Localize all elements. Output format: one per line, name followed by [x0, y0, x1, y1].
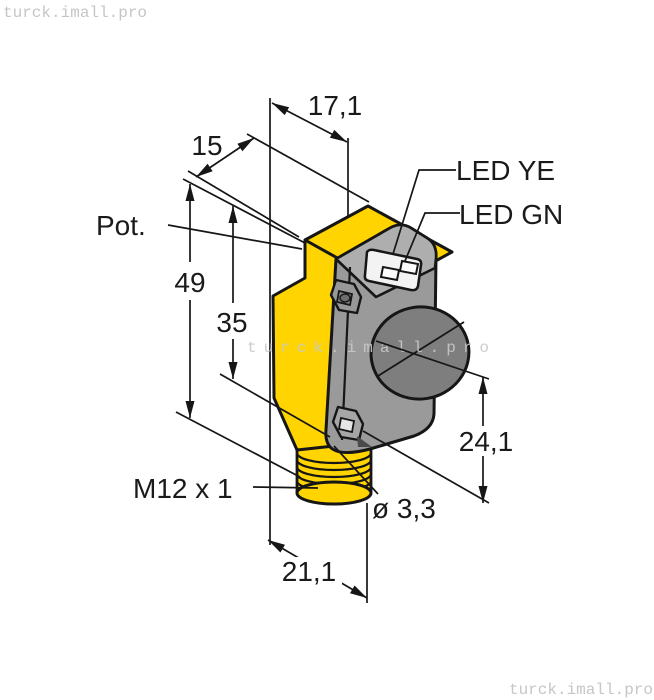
arrowhead — [185, 401, 195, 418]
arrowhead — [228, 206, 238, 223]
dim-label-overall-height: 49 — [174, 267, 205, 298]
extension-line-24-bottom — [362, 430, 490, 504]
lens-cross-line — [377, 321, 465, 377]
led-window — [363, 248, 423, 292]
callout-hole-diameter: ø 3,3 — [372, 493, 436, 524]
extension-line-24-top — [375, 340, 490, 380]
callout-led-yellow: LED YE — [456, 155, 555, 186]
extension-line-15-left — [187, 170, 300, 238]
dimension-arrowheads — [185, 103, 488, 598]
dimension-text-gaps — [167, 262, 520, 585]
pot-leader-line — [167, 224, 303, 250]
hole-diameter-leader-line — [333, 445, 379, 495]
sensor-body — [271, 204, 471, 506]
extension-line-top-height — [182, 178, 306, 244]
dim-label-top-depth: 15 — [191, 130, 222, 161]
m12-threaded-connector — [295, 446, 373, 506]
arrowhead — [329, 129, 347, 142]
extension-line-49-bottom — [175, 411, 301, 478]
boss-bottom-facet — [337, 416, 356, 434]
thread-bottom-face — [295, 480, 373, 506]
led-yellow-leader-line — [392, 169, 456, 255]
dim-label-front-height: 24,1 — [459, 426, 514, 457]
dim-label-body-height: 35 — [216, 307, 247, 338]
extension-line-35-bottom — [219, 373, 331, 438]
mounting-boss-bottom — [331, 405, 372, 447]
watermark-bottom-right: turck.imall.pro — [509, 681, 653, 699]
watermark-top-left: turck.imall.pro — [3, 4, 147, 22]
mounting-boss-top — [329, 278, 363, 315]
arrowhead — [350, 585, 367, 598]
boss-top-hole — [339, 293, 351, 303]
boss-bottom-shadow — [357, 436, 372, 447]
arrowhead — [268, 540, 285, 553]
arrowhead — [228, 362, 238, 379]
led-green-indicator — [398, 259, 420, 276]
dim-label-connector-width: 21,1 — [282, 556, 337, 587]
callout-thread-size: M12 x 1 — [133, 473, 233, 504]
arrowhead — [196, 163, 213, 177]
callout-led-green: LED GN — [459, 199, 563, 230]
watermark-center: turck.imall.pro — [247, 339, 496, 357]
led-green-leader-line — [404, 212, 460, 262]
dim-label-top-width: 17,1 — [308, 90, 363, 121]
thread-leader-line — [252, 486, 319, 489]
led-yellow-indicator — [379, 265, 401, 282]
arrowhead — [185, 184, 195, 201]
arrowhead — [478, 377, 488, 394]
callout-pot: Pot. — [96, 210, 146, 241]
extension-line-15-right — [246, 133, 370, 203]
arrowhead — [272, 103, 290, 116]
dimension-lines — [167, 102, 490, 603]
lens — [369, 305, 471, 401]
arrowhead — [237, 138, 254, 152]
lens-ellipse — [369, 305, 471, 401]
arrowhead — [478, 486, 488, 503]
